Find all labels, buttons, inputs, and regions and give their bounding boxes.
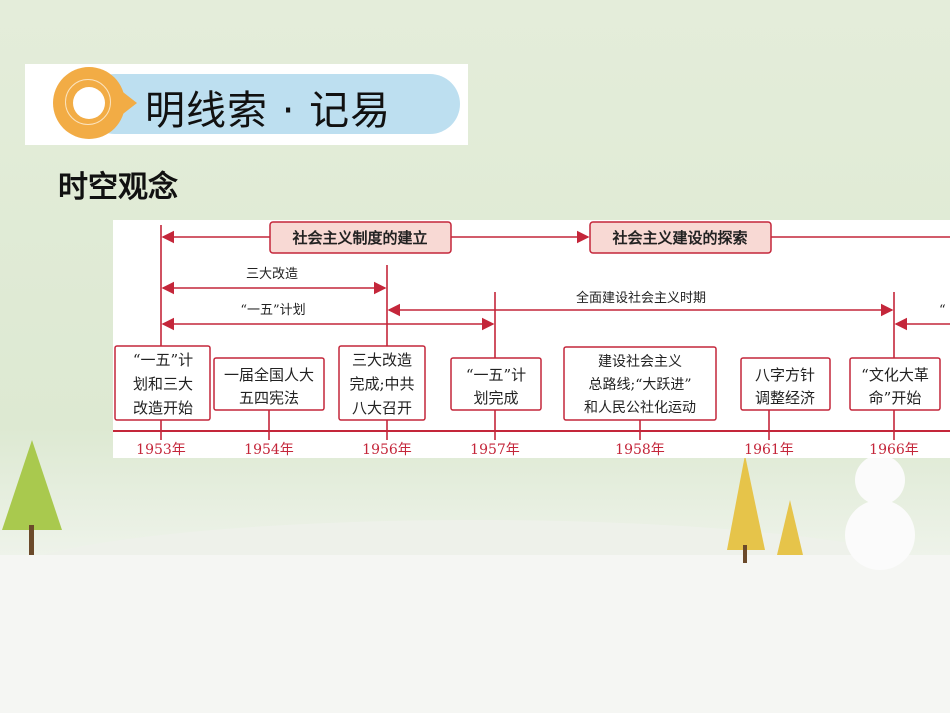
span-label-first-five-year-plan: “一五”计划: [240, 303, 305, 318]
snow-ground: [0, 555, 950, 713]
period-header-exploration: 社会主义建设的探索: [589, 221, 772, 254]
year-label-1956: 1956年: [362, 442, 412, 458]
event-text-1958: 建设社会主义总路线;“大跃进”和人民公社化运动: [584, 354, 696, 416]
year-label-1961: 1961年: [744, 442, 794, 458]
event-box-1966: [849, 357, 941, 411]
year-label-1957: 1957年: [470, 442, 520, 458]
event-text-1961: 八字方针调整经济: [755, 366, 815, 407]
span-label-cut-off: “: [939, 303, 946, 318]
tree-right: [727, 455, 803, 563]
target-icon: [53, 67, 125, 139]
span-label-three-transformations: 三大改造: [246, 267, 298, 282]
svg-text:社会主义制度的建立: 社会主义制度的建立: [291, 229, 427, 247]
pointer-icon: [119, 89, 137, 117]
event-text-1956: 三大改造完成;中共八大召开: [349, 351, 414, 417]
snowman: [845, 455, 915, 570]
year-label-1953: 1953年: [136, 442, 186, 458]
span-label-full-construction: 全面建设社会主义时期: [576, 290, 706, 306]
event-text-1966: “文化大革命”开始: [861, 366, 929, 407]
svg-text:社会主义建设的探索: 社会主义建设的探索: [611, 229, 747, 247]
timeline-diagram: 社会主义制度的建立 社会主义建设的探索 三大改造 “一五”计划 全面建设社会主义…: [113, 220, 950, 458]
section-banner: 明线索 · 记易: [25, 64, 468, 145]
event-box-1954: [213, 357, 325, 411]
event-text-1957: “一五”计划完成: [466, 366, 526, 407]
section-title: 时空观念: [58, 170, 178, 205]
year-label-1958: 1958年: [615, 442, 665, 458]
event-box-1956: [338, 345, 426, 421]
banner-pill: [85, 74, 460, 134]
event-text-1954: 一届全国人大五四宪法: [224, 366, 314, 407]
year-label-1966: 1966年: [869, 442, 919, 458]
event-box-1957: [450, 357, 542, 411]
event-box-1958: [563, 346, 717, 421]
event-text-1953: “一五”计划和三大改造开始: [133, 351, 193, 417]
event-box-1961: [740, 357, 831, 411]
banner-title: 明线索 · 记易: [145, 88, 392, 134]
period-header-establishment: 社会主义制度的建立: [269, 221, 452, 254]
event-box-1953: [114, 345, 211, 421]
tree-left: [2, 440, 62, 555]
year-label-1954: 1954年: [244, 442, 294, 458]
